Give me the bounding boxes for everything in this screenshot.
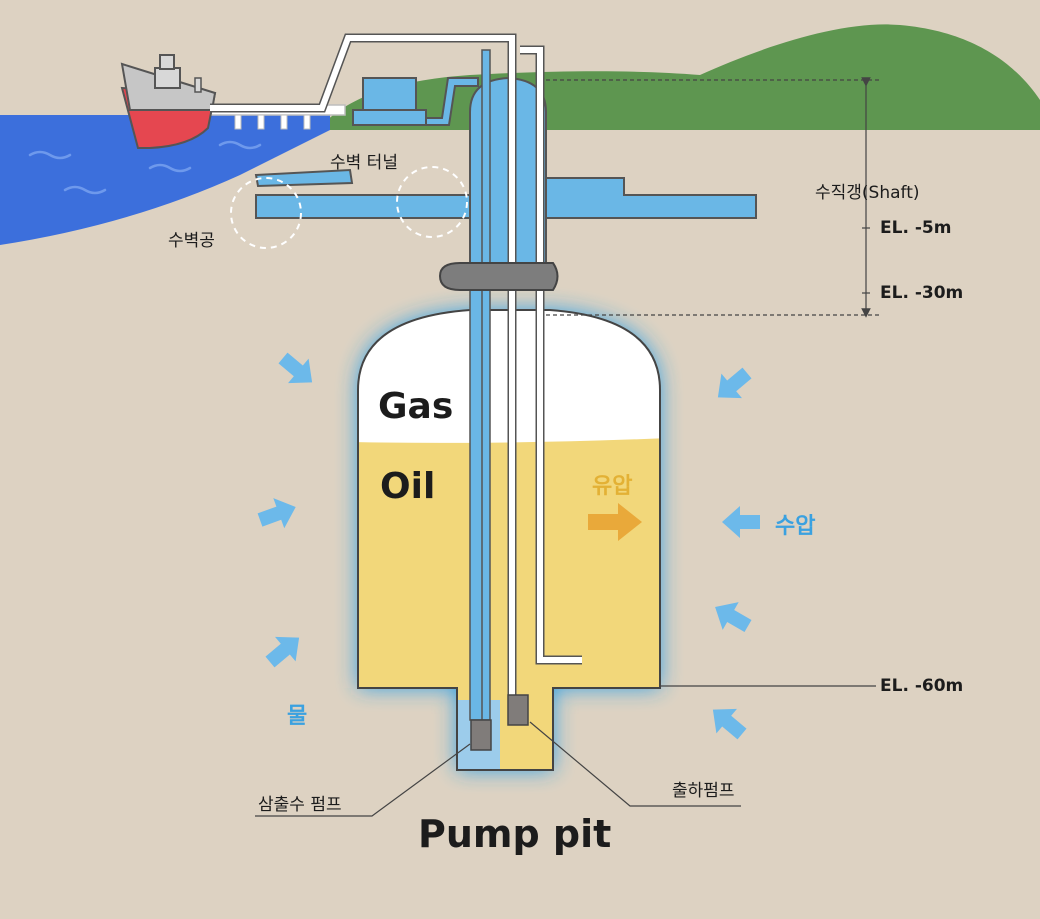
water-pressure-label: 수압 xyxy=(775,514,816,539)
seepage-pipe xyxy=(481,49,491,721)
shipping-pump-leader xyxy=(529,721,741,807)
water-tunnel-label: 수벽 터널 xyxy=(330,153,398,173)
plug xyxy=(438,262,559,291)
tanker-ship-icon xyxy=(120,54,217,149)
water-label: 물 xyxy=(287,704,308,729)
shaft-label: 수직갱(Shaft) xyxy=(815,183,920,203)
shaft-dimension xyxy=(546,77,880,687)
gas-label: Gas xyxy=(378,386,454,427)
shipping-pump-icon xyxy=(507,694,529,726)
seepage-pump-leader xyxy=(255,743,471,817)
seepage-pump-icon xyxy=(470,719,492,751)
water-arrows xyxy=(257,352,760,740)
arrow-right-icon xyxy=(588,503,642,541)
wave-lines xyxy=(28,140,262,195)
arrow-icon xyxy=(278,352,313,384)
el-5-label: EL. -5m xyxy=(880,218,952,238)
oil-pressure-label: 유압 xyxy=(592,474,633,499)
arrow-icon xyxy=(715,602,752,633)
arrow-icon xyxy=(717,367,752,399)
shipping-pump-label: 출하펌프 xyxy=(672,781,735,801)
arrow-icon xyxy=(265,636,300,668)
el-30-label: EL. -30m xyxy=(880,283,964,303)
pump-pit-label: Pump pit xyxy=(418,812,612,856)
surface-station xyxy=(352,77,479,126)
arrow-icon xyxy=(712,708,747,740)
arrow-icon xyxy=(257,498,296,529)
oil-label: Oil xyxy=(380,466,436,507)
water-curtain-hole-label: 수벽공 xyxy=(168,231,215,251)
arrow-icon xyxy=(722,506,760,538)
hole-highlight-circle xyxy=(230,177,302,249)
seepage-pump-label: 삼출수 펌프 xyxy=(258,795,342,815)
el-60-label: EL. -60m xyxy=(880,676,964,696)
tunnel-highlight-circle xyxy=(396,166,468,238)
cavern-outline xyxy=(357,309,661,771)
